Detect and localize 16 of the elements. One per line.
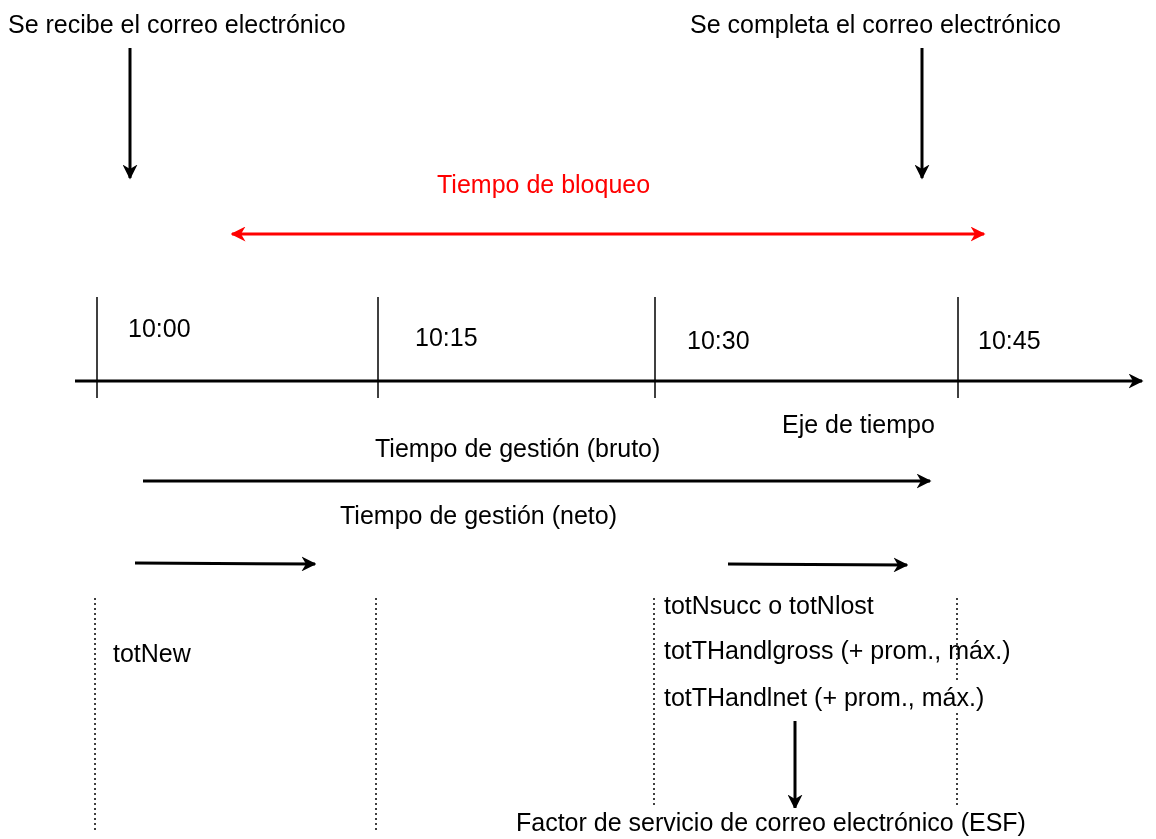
time-label: 10:30: [687, 326, 750, 354]
arrow: [787, 721, 803, 810]
counter-label: totNsucc o totNlost: [664, 591, 874, 619]
dimension-label: Tiempo de bloqueo: [437, 170, 651, 198]
axis-label: Eje de tiempo: [782, 410, 935, 438]
arrow: [122, 48, 138, 180]
counter-label: totTHandlgross (+ prom., máx.): [664, 636, 1011, 664]
time-label: 10:45: [978, 326, 1041, 354]
arrow: [914, 48, 930, 180]
duration-label: Tiempo de gestión (bruto): [375, 434, 661, 462]
counter-label: totNew: [113, 639, 191, 667]
time-label: 10:15: [415, 323, 478, 351]
event-text: totTHandlnet (+ prom., máx.): [664, 683, 985, 711]
duration-label: Tiempo de gestión (neto): [340, 501, 617, 529]
event-text: Factor de servicio de correo electrónico (ESF): [516, 808, 1026, 836]
time-label: 10:00: [128, 314, 191, 342]
